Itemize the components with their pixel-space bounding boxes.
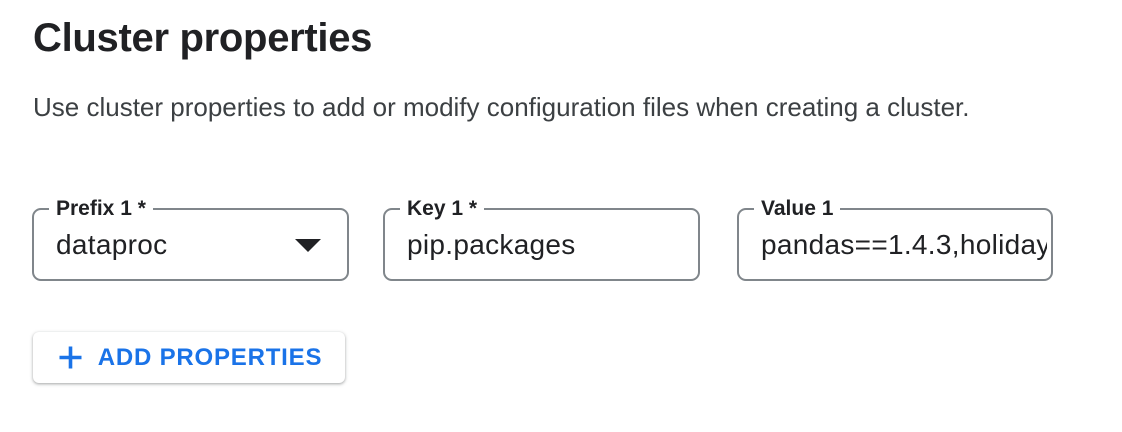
prefix-field: Prefix 1 * dataproc [32, 196, 349, 281]
key-field-label: Key 1 * [400, 196, 485, 222]
prefix-select[interactable]: dataproc [56, 228, 168, 260]
add-properties-button[interactable]: ADD PROPERTIES [33, 332, 345, 383]
prefix-field-label: Prefix 1 * [49, 196, 153, 222]
value-field-label: Value 1 [754, 196, 841, 222]
plus-icon [59, 346, 82, 369]
value-field: Value 1 [737, 196, 1053, 281]
key-field: Key 1 * [383, 196, 700, 281]
add-properties-button-label: ADD PROPERTIES [97, 343, 323, 371]
dropdown-arrow-icon [295, 238, 321, 252]
section-description: Use cluster properties to add or modify … [33, 92, 970, 122]
page-title: Cluster properties [33, 16, 373, 60]
